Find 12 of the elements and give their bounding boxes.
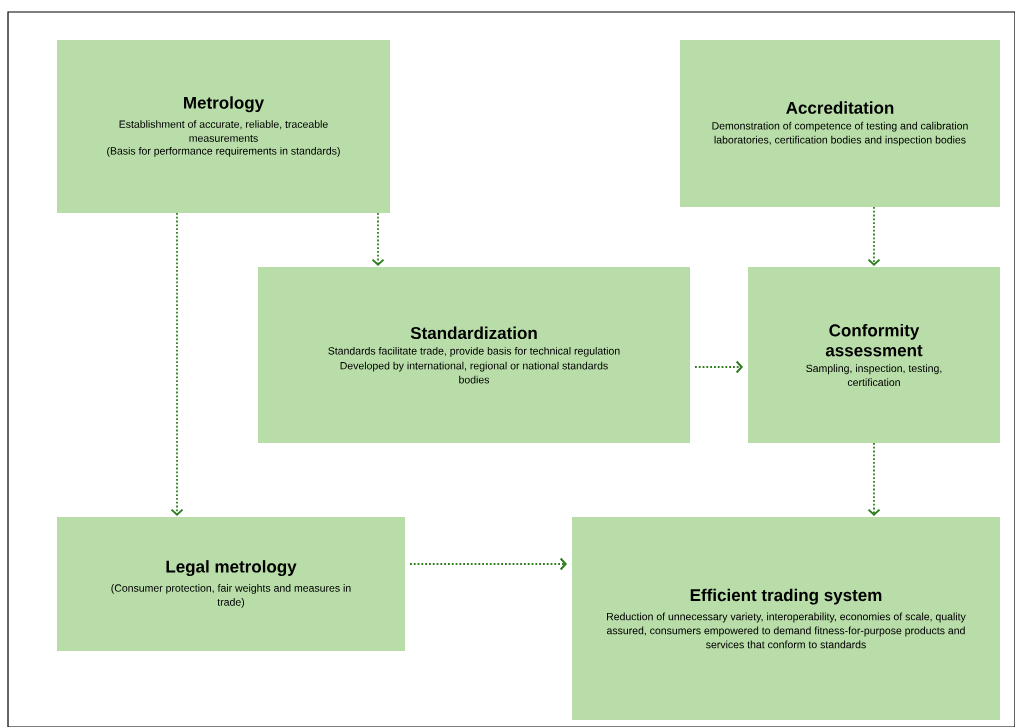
process-box: Legal metrology (Consumer protection, fair weights and measures in trade) (57, 517, 405, 651)
arrow (867, 206, 881, 266)
arrow (867, 442, 881, 516)
arrow (694, 360, 743, 374)
process-box: Standardization Standards facilitate trade, provide basis for technical regulation Developed by international, regional or national standards bodies (258, 267, 690, 443)
process-box: Accreditation Demonstration of competence of testing and calibration laboratories, certification bodies and inspection bodies (680, 40, 1000, 207)
arrow (409, 557, 567, 571)
arrow (371, 212, 385, 266)
process-box: Metrology Establishment of accurate, reliable, traceable measurements (Basis for performance requirements in standards) (57, 40, 390, 213)
arrow (170, 212, 184, 516)
process-box: Conformity assessment Sampling, inspection, testing, certification (748, 267, 1000, 443)
process-box: Efficient trading system Reduction of unnecessary variety, interoperability, economies of scale, quality assured, consumers empowered to demand fitness-for-purpose products and services that conform to standards (572, 517, 1000, 720)
